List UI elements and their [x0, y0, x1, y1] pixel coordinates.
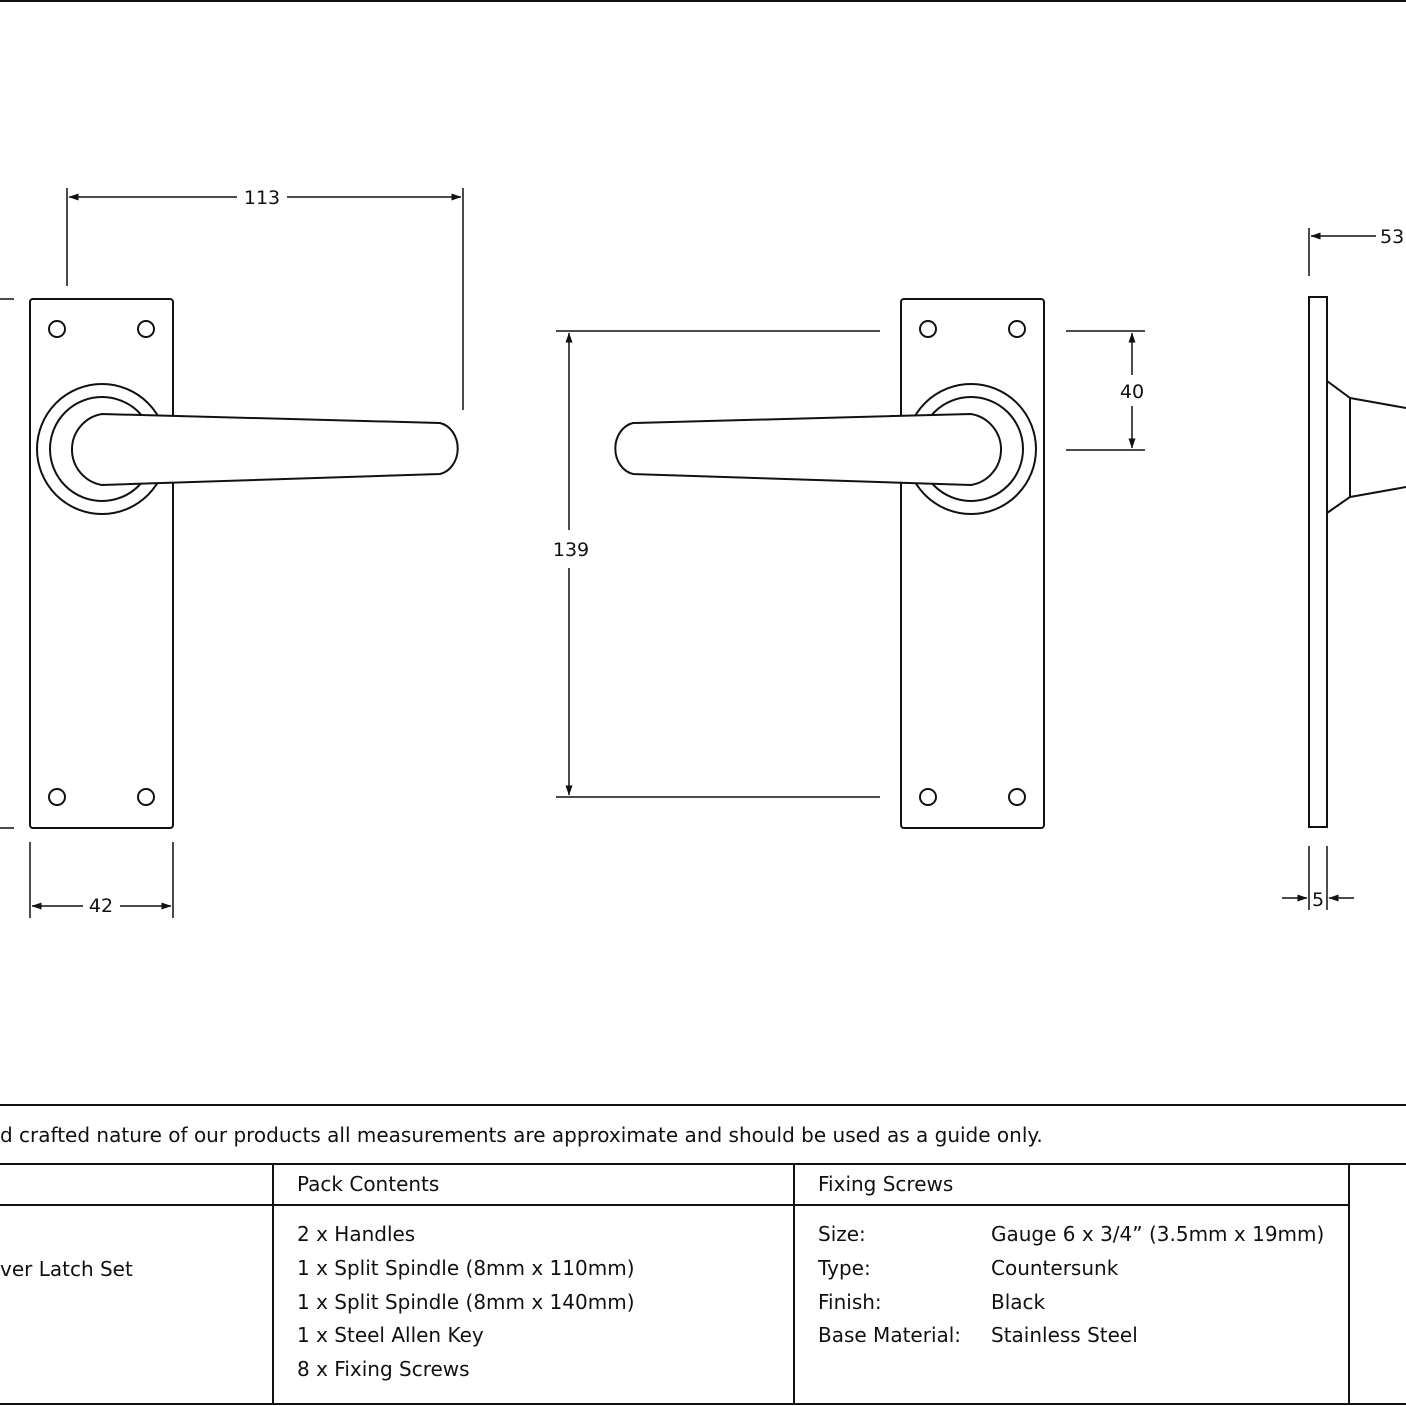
product-name-fragment: ver Latch Set — [0, 1257, 133, 1281]
dim-label-53: 53 — [1380, 226, 1404, 248]
screw-hole — [919, 788, 937, 806]
spec-value: Countersunk — [991, 1256, 1119, 1280]
table-col-divider — [793, 1163, 795, 1405]
right-backplate — [900, 298, 1045, 829]
disclaimer-note: d crafted nature of our products all mea… — [0, 1123, 1043, 1147]
screw-hole — [1008, 788, 1026, 806]
dimension-113: 113 — [66, 187, 464, 410]
table-header-rule — [0, 1204, 1350, 1206]
dimension-53: 53 — [1308, 226, 1404, 276]
screw-hole — [48, 320, 66, 338]
spec-value: Black — [991, 1290, 1046, 1314]
left-handle-view — [29, 298, 459, 829]
pack-item: 1 x Split Spindle (8mm x 140mm) — [297, 1290, 635, 1314]
screw-hole — [137, 320, 155, 338]
table-bottom-rule — [0, 1403, 1406, 1405]
pack-contents-heading: Pack Contents — [297, 1172, 440, 1196]
technical-drawing: 113 42 139 40 — [0, 0, 1406, 918]
screw-hole — [1008, 320, 1026, 338]
left-backplate — [29, 298, 174, 829]
dimension-42: 42 — [29, 842, 174, 918]
dimension-139: 139 — [553, 330, 880, 798]
spec-label: Size: — [818, 1222, 866, 1246]
dim-label-5: 5 — [1312, 889, 1324, 911]
side-lever — [1349, 397, 1406, 498]
dimension-5: 5 — [1282, 846, 1354, 911]
dim-label-40: 40 — [1120, 381, 1144, 403]
table-col-divider — [1348, 1163, 1350, 1405]
pack-item: 1 x Split Spindle (8mm x 110mm) — [297, 1256, 635, 1280]
screw-hole — [48, 788, 66, 806]
dim-label-42: 42 — [89, 895, 113, 917]
spec-value: Stainless Steel — [991, 1323, 1138, 1347]
left-lever — [71, 412, 459, 487]
spec-label: Type: — [818, 1256, 871, 1280]
table-top-rule — [0, 1163, 1406, 1165]
fixing-screws-heading: Fixing Screws — [818, 1172, 954, 1196]
spec-value: Gauge 6 x 3/4” (3.5mm x 19mm) — [991, 1222, 1325, 1246]
right-lever — [614, 412, 1002, 487]
side-rose — [1326, 380, 1351, 514]
table-col-divider — [272, 1163, 274, 1405]
screw-hole — [919, 320, 937, 338]
pack-item: 8 x Fixing Screws — [297, 1357, 470, 1381]
footer-top-rule — [0, 1104, 1406, 1106]
dim-label-113: 113 — [244, 187, 280, 209]
spec-label: Finish: — [818, 1290, 882, 1314]
pack-item: 1 x Steel Allen Key — [297, 1323, 484, 1347]
screw-hole — [137, 788, 155, 806]
side-backplate — [1308, 296, 1328, 828]
pack-item: 2 x Handles — [297, 1222, 416, 1246]
spec-label: Base Material: — [818, 1323, 962, 1347]
dimension-40: 40 — [1066, 330, 1145, 451]
side-view — [1308, 296, 1406, 828]
right-handle-view — [614, 298, 1045, 829]
dim-label-139: 139 — [553, 539, 589, 561]
